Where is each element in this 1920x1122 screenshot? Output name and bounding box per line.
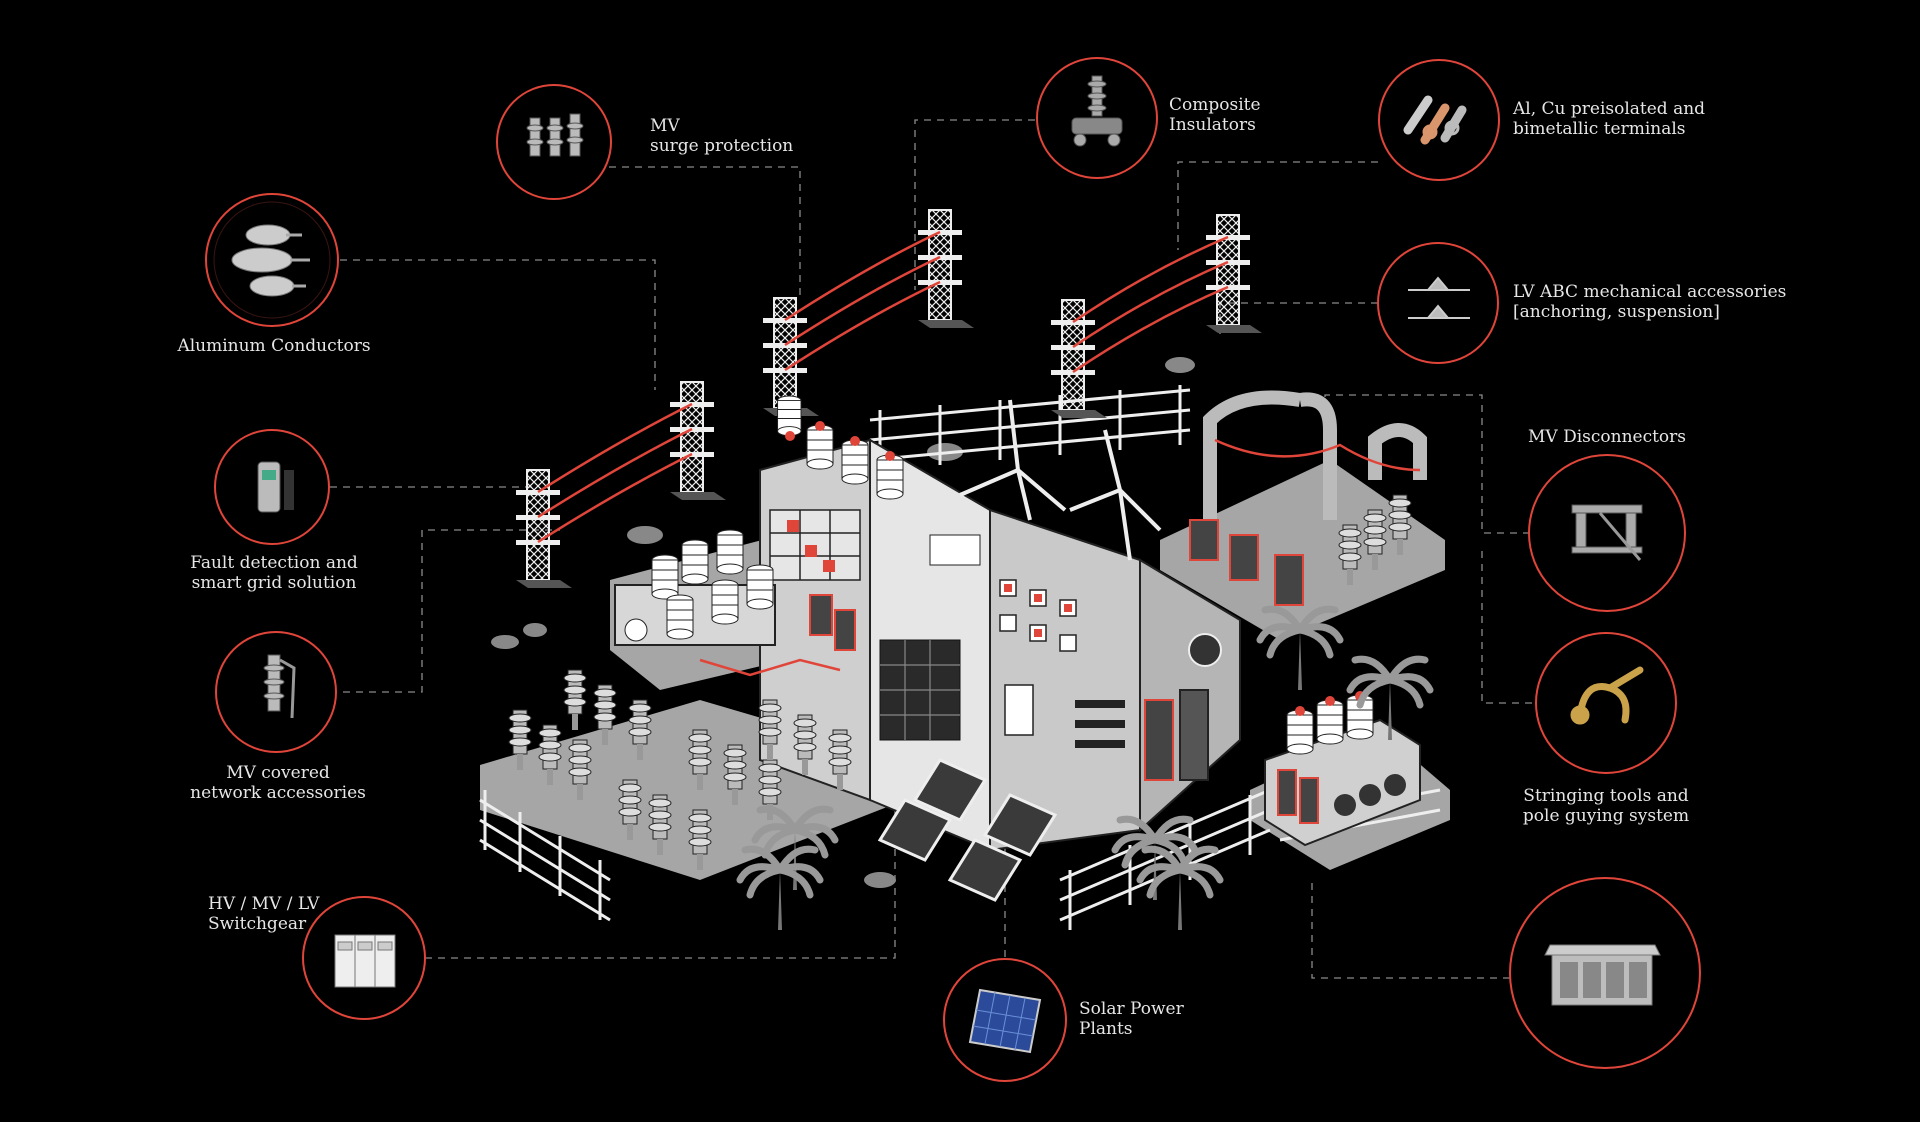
substation-illustration: [479, 209, 1450, 930]
hub-composite-insulators[interactable]: [1036, 57, 1158, 179]
label-composite-insulators: Composite Insulators: [1169, 95, 1261, 135]
disconnector-yard: [1189, 390, 1427, 606]
hub-mv-disconnectors[interactable]: [1528, 454, 1686, 612]
fault-indicator-icon: [257, 461, 294, 513]
abc-clamp-icon: [1408, 276, 1470, 319]
transformer-yard: [614, 529, 856, 677]
label-fault-detection: Fault detection and smart grid solution: [190, 553, 358, 593]
transformer-right: [1264, 691, 1421, 847]
disconnector-icon: [1571, 504, 1643, 561]
composite-insulator-icon: [1071, 75, 1123, 147]
kiosk-substation-icon: [1544, 944, 1661, 1006]
label-mv-covered: MV covered network accessories: [190, 763, 366, 803]
product-hubs: [205, 57, 1701, 1082]
transmission-towers: [515, 209, 1263, 589]
hub-solar[interactable]: [943, 958, 1067, 1082]
hub-aluminum-conductors[interactable]: [205, 193, 339, 327]
hub-switchgear[interactable]: [302, 896, 426, 1020]
come-along-clamp-icon: [1570, 666, 1644, 725]
hub-mv-surge-protection[interactable]: [496, 84, 612, 200]
wind-turbines: [959, 399, 1162, 561]
label-mv-surge-protection: MV surge protection: [650, 116, 794, 156]
hub-fault-detection[interactable]: [214, 429, 330, 545]
solar-panel-icon: [968, 988, 1042, 1054]
solar-field: [877, 758, 1058, 902]
label-aluminum-conductors: Aluminum Conductors: [177, 336, 371, 356]
label-solar: Solar Power Plants: [1079, 999, 1184, 1039]
hub-stringing-tools[interactable]: [1535, 632, 1677, 774]
label-terminals: Al, Cu preisolated and bimetallic termin…: [1513, 99, 1706, 139]
hub-lv-abc[interactable]: [1377, 242, 1499, 364]
hub-substation-kiosk[interactable]: [1509, 877, 1701, 1069]
fuse-cutout-icon: [263, 654, 296, 719]
aluminum-conductor-icon: [231, 224, 310, 297]
hub-mv-covered[interactable]: [215, 631, 337, 753]
label-stringing-tools: Stringing tools and pole guying system: [1522, 786, 1690, 826]
label-switchgear: HV / MV / LV Switchgear: [208, 894, 320, 934]
switchgear-cabinet-icon: [334, 934, 396, 988]
surge-arrester-icon: [526, 113, 584, 157]
label-mv-disconnectors: MV Disconnectors: [1527, 427, 1687, 447]
cable-terminal-icon: [1403, 95, 1467, 145]
label-lv-abc: LV ABC mechanical accessories [anchoring…: [1513, 282, 1787, 322]
hub-terminals[interactable]: [1378, 59, 1500, 181]
